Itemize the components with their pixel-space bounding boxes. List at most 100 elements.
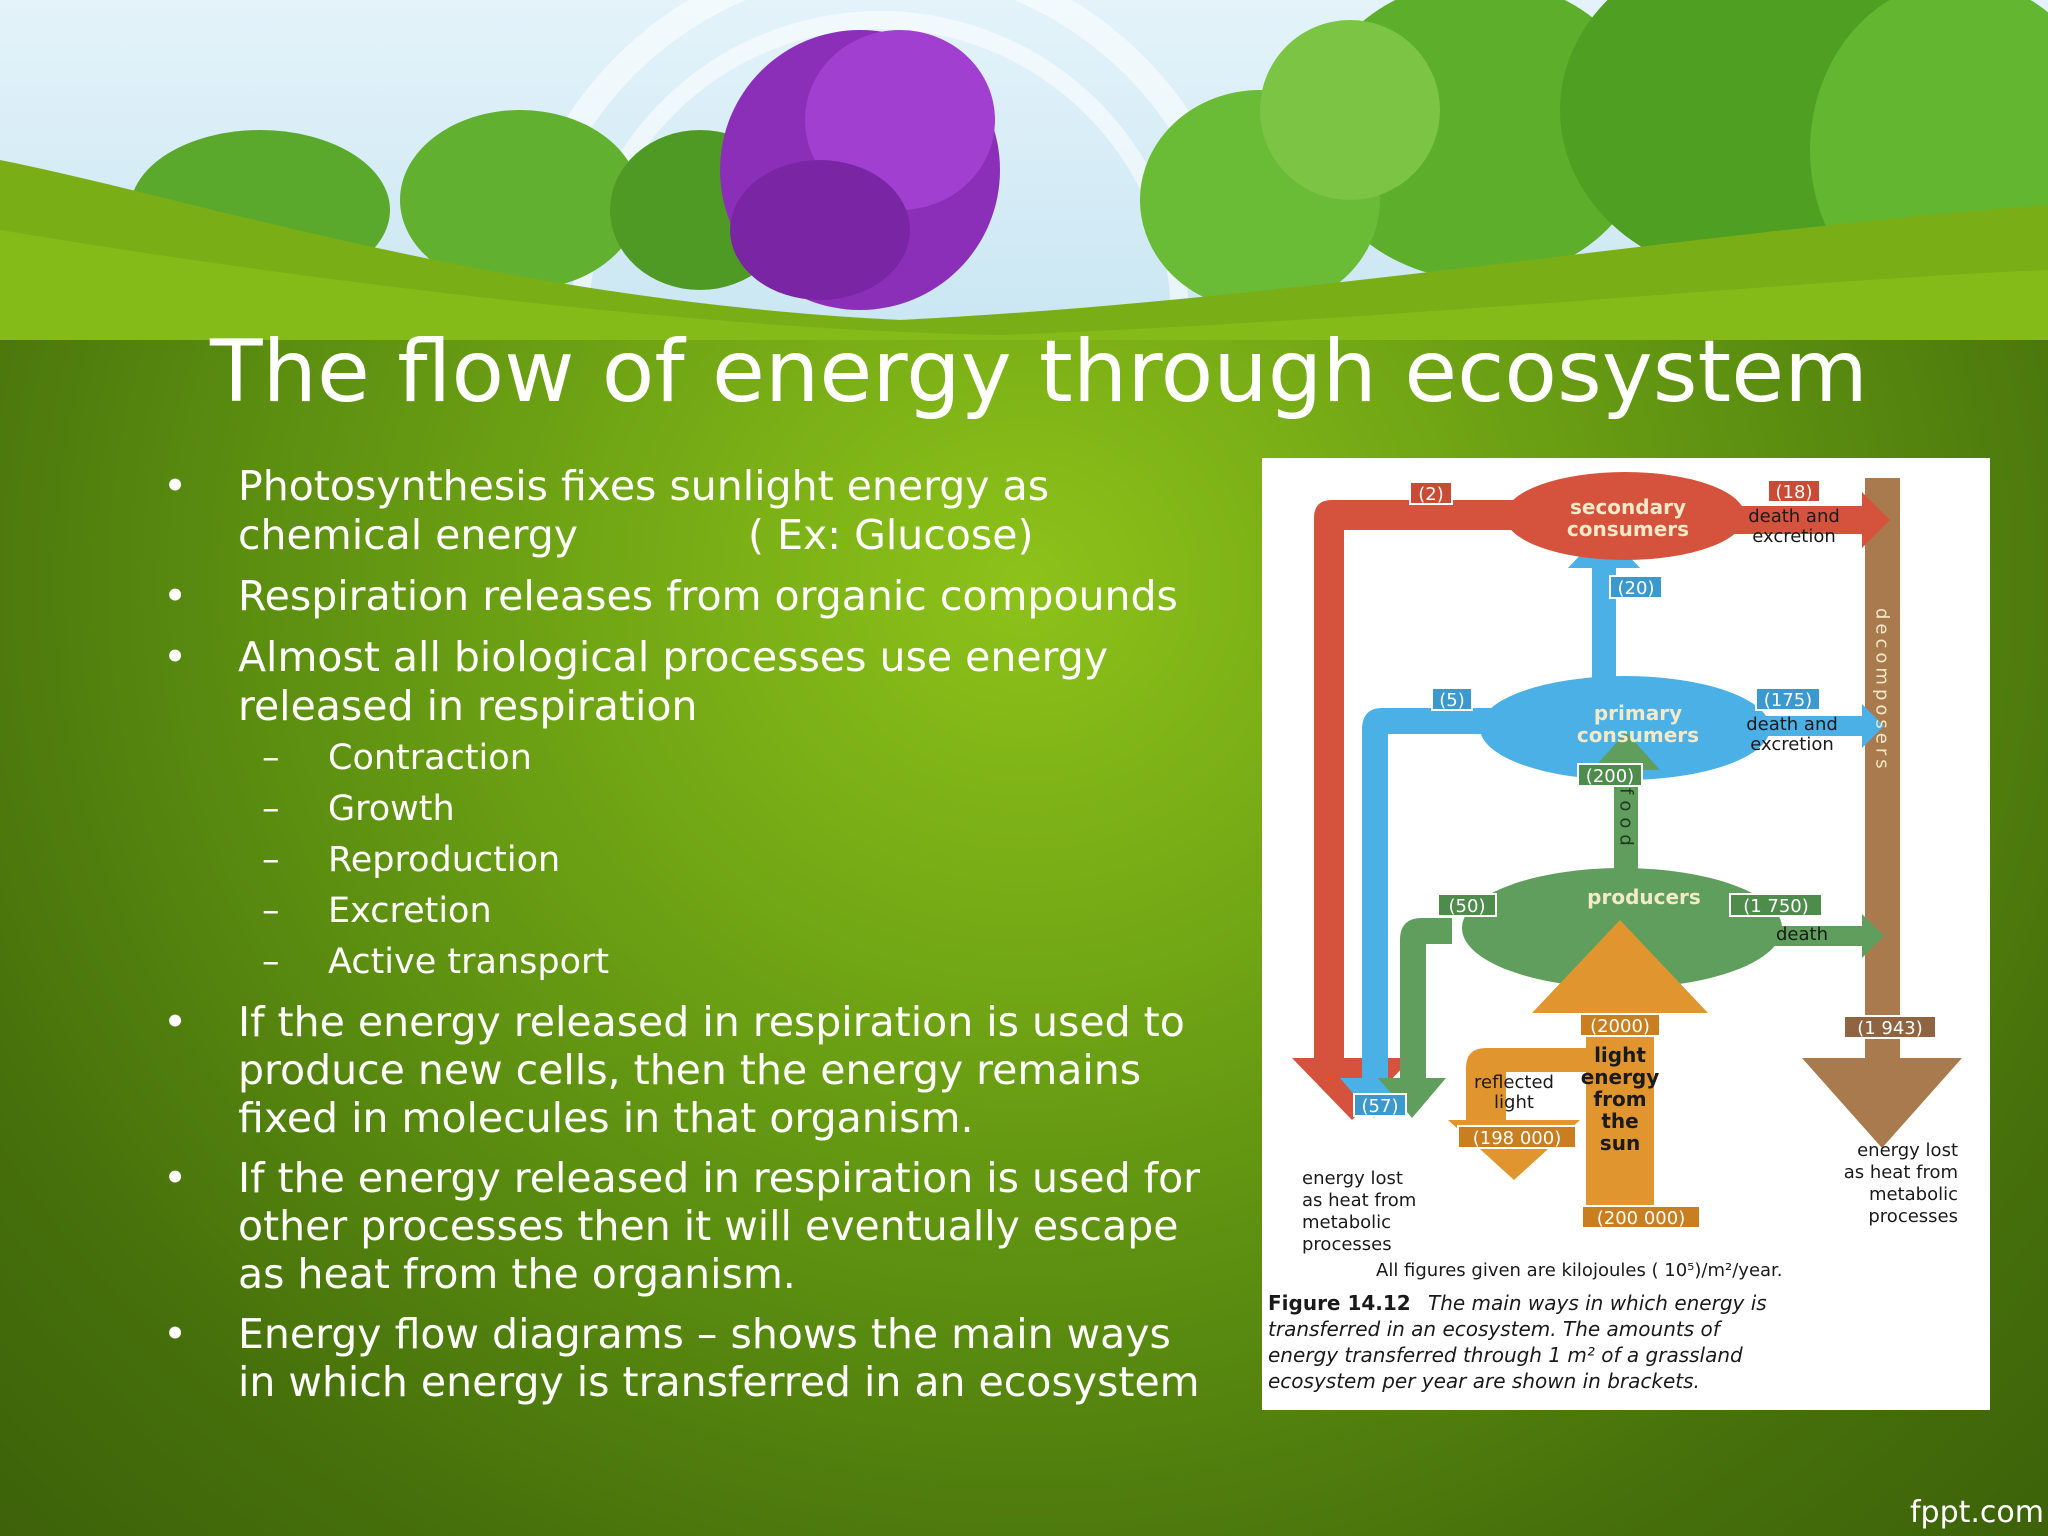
value-175: (175)	[1764, 690, 1812, 711]
death-excretion-label-1a: death and	[1748, 506, 1840, 527]
sub-item: – Growth	[150, 788, 1230, 831]
bullet-item: • Photosynthesis fixes sunlight energy a…	[150, 462, 1230, 560]
energy-flow-diagram: secondary consumers primary consumers pr…	[1268, 472, 1962, 1393]
value-57: (57)	[1362, 1096, 1399, 1117]
brown-decomposers-arrow	[1802, 478, 1962, 1148]
green-flow-arrow	[1378, 918, 1452, 1118]
dash-marker: –	[262, 840, 280, 880]
death-excretion-label-2a: death and	[1746, 714, 1838, 735]
fppt-logo: fppt.com	[1909, 1495, 2044, 1530]
bullet-item: • If the energy released in respiration …	[150, 1154, 1230, 1298]
blue-death-arrow	[1702, 704, 1884, 748]
value-200: (200)	[1586, 766, 1634, 787]
bullet-text: in which energy is transferred in an eco…	[238, 1358, 1200, 1406]
value-18: (18)	[1776, 482, 1813, 503]
caption-line: ecosystem per year are shown in brackets…	[1268, 1369, 1700, 1393]
blue-up-arrow	[1568, 530, 1640, 704]
red-death-arrow	[1702, 492, 1890, 548]
secondary-consumers-node	[1505, 472, 1745, 560]
orange-sun-arrow	[1532, 920, 1708, 1218]
orange-reflected-arrow	[1448, 1048, 1586, 1180]
reflected-label-2: light	[1494, 1092, 1534, 1113]
bullet-marker: •	[163, 462, 188, 510]
bullet-marker: •	[163, 998, 188, 1046]
sub-item-text: Growth	[328, 789, 455, 829]
heat-right-3: metabolic	[1869, 1184, 1958, 1205]
caption-line: transferred in an ecosystem. The amounts…	[1268, 1317, 1723, 1341]
secondary-label-1: secondary	[1570, 495, 1686, 519]
sub-item: – Reproduction	[150, 839, 1230, 882]
bullet-text: Almost all biological processes use ener…	[238, 633, 1108, 681]
red-flow-arrow	[1292, 500, 1550, 1120]
sub-item-text: Active transport	[328, 942, 610, 982]
secondary-label-2: consumers	[1567, 517, 1689, 541]
units-note: All figures given are kilojoules ( 10⁵)/…	[1376, 1260, 1783, 1281]
bullet-marker: •	[163, 572, 188, 620]
bullet-marker: •	[163, 1310, 188, 1358]
bullet-text: fixed in molecules in that organism.	[238, 1094, 974, 1142]
dash-marker: –	[262, 789, 280, 829]
death-excretion-label-2b: excretion	[1750, 734, 1834, 755]
bullet-item: • Respiration releases from organic comp…	[150, 572, 1230, 621]
bullet-text: as heat from the organism.	[238, 1250, 796, 1298]
sub-item-text: Contraction	[328, 738, 532, 778]
light-label-2: energy	[1581, 1065, 1660, 1089]
light-label-5: sun	[1600, 1131, 1640, 1155]
sub-item: – Contraction	[150, 737, 1230, 780]
green-death-arrow	[1702, 914, 1884, 958]
caption-line: energy transferred through 1 m² of a gra…	[1268, 1343, 1743, 1367]
blue-flow-arrow	[1340, 708, 1512, 1118]
heat-right-4: processes	[1868, 1206, 1958, 1227]
bullet-text: Respiration releases from organic compou…	[238, 572, 1178, 620]
bullet-list: • Photosynthesis fixes sunlight energy a…	[150, 462, 1230, 1418]
light-label-4: the	[1601, 1109, 1638, 1133]
bullet-item: • Energy flow diagrams – shows the main …	[150, 1310, 1230, 1406]
value-200000: (200 000)	[1597, 1208, 1685, 1229]
heat-left-2: as heat from	[1302, 1190, 1416, 1211]
bullet-marker: •	[163, 633, 188, 681]
value-198000: (198 000)	[1473, 1128, 1561, 1149]
trees-decoration	[130, 0, 2048, 320]
reflected-label-1: reflected	[1474, 1072, 1554, 1093]
primary-consumers-node	[1480, 676, 1770, 780]
bullet-text: chemical energy	[238, 511, 579, 559]
energy-flow-figure: secondary consumers primary consumers pr…	[1262, 458, 1990, 1410]
bullet-text: produce new cells, then the energy remai…	[238, 1046, 1142, 1094]
slide-title: The flow of energy through ecosystem	[210, 322, 1868, 422]
bullet-text: Energy flow diagrams – shows the main wa…	[238, 1310, 1171, 1358]
primary-label-1: primary	[1594, 701, 1682, 725]
heat-left-1: energy lost	[1302, 1168, 1403, 1189]
decomposers-label: decomposers	[1872, 608, 1893, 773]
header-banner	[0, 0, 2048, 340]
bullet-text: If the energy released in respiration is…	[238, 1154, 1201, 1202]
bullet-text: other processes then it will eventually …	[238, 1202, 1179, 1250]
food-label: food	[1616, 788, 1637, 852]
producers-label: producers	[1587, 885, 1701, 909]
bullet-marker: •	[163, 1154, 188, 1202]
dash-marker: –	[262, 942, 280, 982]
heat-right-2: as heat from	[1844, 1162, 1958, 1183]
sub-item: – Active transport	[150, 941, 1230, 984]
value-1750: (1 750)	[1743, 896, 1809, 917]
heat-right-1: energy lost	[1857, 1140, 1958, 1161]
value-5: (5)	[1439, 690, 1465, 711]
sub-item: – Excretion	[150, 890, 1230, 933]
value-2000: (2000)	[1590, 1016, 1650, 1037]
dash-marker: –	[262, 738, 280, 778]
bullet-text: released in respiration	[238, 682, 698, 730]
caption-label: Figure 14.12	[1268, 1291, 1411, 1315]
death-excretion-label-1b: excretion	[1752, 526, 1836, 547]
sub-item-text: Reproduction	[328, 840, 561, 880]
light-label-1: light	[1594, 1043, 1646, 1067]
heat-left-3: metabolic	[1302, 1212, 1391, 1233]
value-20: (20)	[1618, 578, 1655, 599]
dash-marker: –	[262, 891, 280, 931]
green-hill-decoration	[0, 160, 2048, 340]
bullet-item: • If the energy released in respiration …	[150, 998, 1230, 1142]
bullet-item: • Almost all biological processes use en…	[150, 633, 1230, 731]
bullet-text: ( Ex: Glucose)	[748, 511, 1034, 559]
sub-item-text: Excretion	[328, 891, 492, 931]
bullet-text: Photosynthesis fixes sunlight energy as	[238, 462, 1050, 510]
primary-label-2: consumers	[1577, 723, 1699, 747]
value-1943: (1 943)	[1857, 1018, 1923, 1039]
